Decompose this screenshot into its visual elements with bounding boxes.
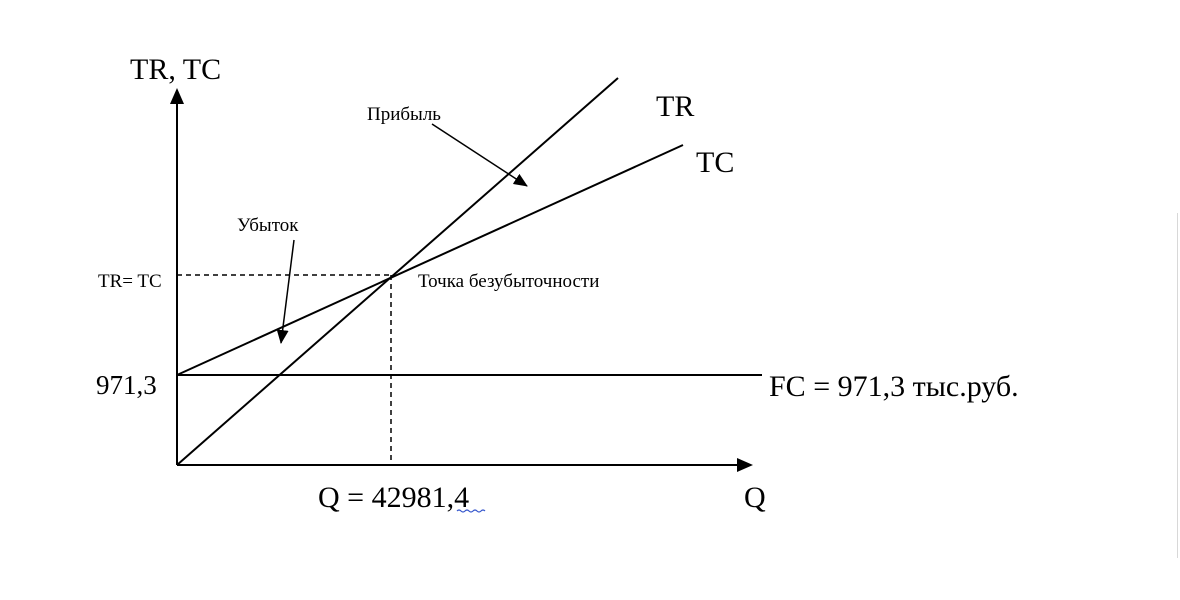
profit-arrow (431, 123, 528, 187)
tr-eq-tc-label: TR= TC (98, 271, 162, 292)
fc-line-label: FC = 971,3 тыс.руб. (769, 370, 1019, 403)
y-axis-label: TR, TC (130, 53, 221, 86)
fc-value-label: 971,3 (96, 370, 157, 400)
breakeven-label: Точка безубыточности (418, 271, 599, 292)
x-axis-label: Q (744, 481, 766, 514)
tc-curve-label: TC (696, 146, 734, 179)
tr-line (176, 77, 619, 466)
tc-line (176, 144, 684, 376)
tr-curve-label: TR (656, 90, 694, 123)
x-axis-arrowhead (737, 458, 753, 472)
page-edge-divider (1177, 213, 1178, 558)
loss-label: Убыток (237, 215, 299, 236)
loss-arrow (276, 239, 295, 344)
profit-label: Прибыль (367, 104, 441, 125)
spellcheck-underline (456, 509, 486, 513)
q-value-label: Q = 42981,4 (318, 481, 469, 514)
y-axis-arrowhead (170, 88, 184, 104)
